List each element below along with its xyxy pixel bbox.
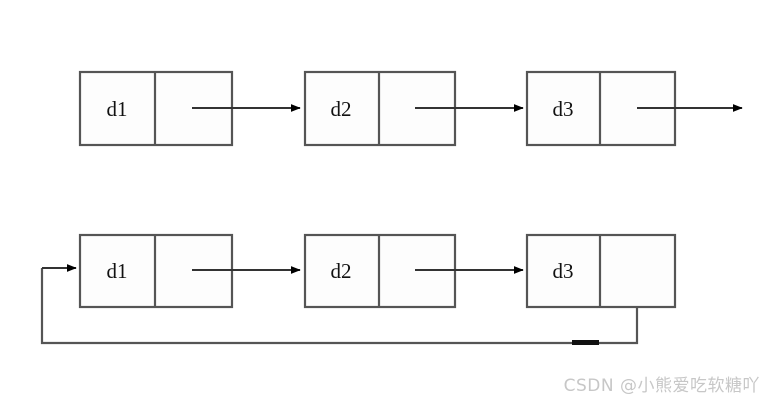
node-label: d3 (553, 97, 574, 121)
node-d3-bottom: d3 (525, 233, 677, 309)
node-d2-top: d2 (303, 70, 457, 147)
node-label: d1 (107, 259, 128, 283)
row-circular-linked-list: d1 d2 d3 (40, 233, 677, 345)
row-singly-linked-list: d1 d2 d3 (78, 70, 743, 147)
node-label: d1 (107, 97, 128, 121)
node-label: d2 (331, 259, 352, 283)
node-label: d3 (553, 259, 574, 283)
node-d3-top: d3 (525, 70, 677, 147)
watermark-text: CSDN @小熊爱吃软糖吖 (563, 376, 760, 396)
node-label: d2 (331, 97, 352, 121)
